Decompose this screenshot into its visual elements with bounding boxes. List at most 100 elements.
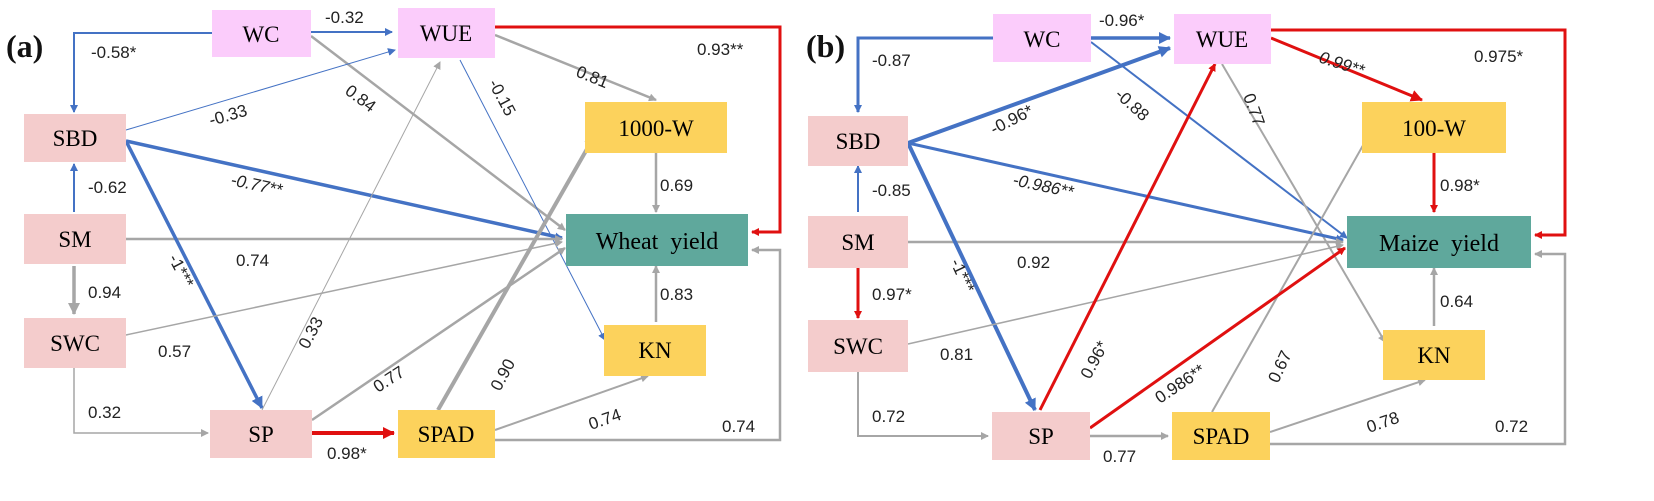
coef-sbd-y: -0.986** xyxy=(1011,170,1076,202)
edge-spad-kn xyxy=(1269,378,1426,433)
edge-wc-y xyxy=(1090,41,1348,239)
svg-text:SBD: SBD xyxy=(836,129,881,154)
coef-spad-kn: 0.78 xyxy=(1364,408,1401,437)
svg-text:SM: SM xyxy=(58,227,91,252)
coef-kn-y: 0.83 xyxy=(660,285,693,304)
svg-text:SP: SP xyxy=(248,422,274,447)
node-sm: SM xyxy=(24,214,126,264)
node-spad: SPAD xyxy=(1172,412,1270,460)
coef-wue-kw: 0.81 xyxy=(574,62,612,92)
edge-spad-y xyxy=(1270,250,1567,446)
coef-wue-y: 0.93** xyxy=(697,40,744,59)
node-maize-yield: Maize yield xyxy=(1347,216,1531,268)
node-100-w: 100-W xyxy=(1362,102,1506,153)
node-swc: SWC xyxy=(24,318,126,368)
svg-text:KN: KN xyxy=(638,338,672,363)
edge-wc-sbd xyxy=(854,36,993,113)
node-sp: SP xyxy=(992,412,1090,460)
edge-swc-y xyxy=(907,242,1344,345)
coef-spad-kn: 0.74 xyxy=(586,405,623,434)
node-wheat-yield: Wheat yield xyxy=(566,214,748,266)
edge-spad-kw xyxy=(1211,132,1371,413)
node-kn: KN xyxy=(1383,330,1485,380)
coef-spad-kw: 0.67 xyxy=(1264,348,1295,386)
edge-swc-sp xyxy=(857,372,989,440)
coef-sp-y: 0.77 xyxy=(370,362,408,396)
coef-wue-kw: 0.99** xyxy=(1317,48,1368,81)
coef-swc-sp: 0.72 xyxy=(872,407,905,426)
coef-wc-sbd: -0.87 xyxy=(872,51,911,70)
panel-b-nodes: WC WUE SBD SM SWC SP xyxy=(808,14,1531,460)
edge-wue-y xyxy=(1271,28,1567,239)
edge-wue-kw xyxy=(494,33,657,102)
coef-sbd-sp: -1*** xyxy=(164,251,197,291)
edge-wc-y xyxy=(310,35,566,231)
node-swc: SWC xyxy=(808,320,908,372)
coef-spad-y: 0.74 xyxy=(722,417,755,436)
node-sbd: SBD xyxy=(808,116,908,166)
coef-sbd-sp: -1*** xyxy=(946,256,978,296)
svg-text:SPAD: SPAD xyxy=(1193,424,1250,449)
svg-text:SBD: SBD xyxy=(53,126,98,151)
coef-swc-y: 0.57 xyxy=(158,342,191,361)
edge-sp-y xyxy=(311,246,566,422)
edge-wue-kn xyxy=(1221,63,1386,343)
edge-sp-wue xyxy=(261,61,441,411)
panel-b-label: (b) xyxy=(806,28,845,64)
node-sm: SM xyxy=(808,216,908,268)
coef-wc-wue: -0.32 xyxy=(325,8,364,27)
node-sp: SP xyxy=(210,410,312,458)
svg-text:100-W: 100-W xyxy=(1402,116,1466,141)
node-wue: WUE xyxy=(398,8,495,58)
coef-sm-sbd: -0.85 xyxy=(872,181,911,200)
panel-b-edges xyxy=(854,28,1567,446)
node-wc: WC xyxy=(993,14,1091,62)
svg-text:SPAD: SPAD xyxy=(418,422,475,447)
svg-text:SWC: SWC xyxy=(50,331,100,356)
edge-sbd-sp xyxy=(906,142,1037,411)
edge-sbd-wue xyxy=(125,48,396,131)
coef-sm-swc: 0.97* xyxy=(872,285,912,304)
panel-a-label: (a) xyxy=(6,28,43,64)
coef-sp-spad: 0.98* xyxy=(327,444,367,463)
edge-spad-kn xyxy=(494,374,649,431)
node-wue: WUE xyxy=(1174,14,1271,64)
edge-sp-wue xyxy=(1038,63,1217,411)
coef-wue-y: 0.975* xyxy=(1474,47,1524,66)
panel-a-edges xyxy=(68,25,782,442)
edge-sbd-y xyxy=(907,141,1344,243)
coef-kn-y: 0.64 xyxy=(1440,292,1473,311)
node-1000-w: 1000-W xyxy=(585,102,727,153)
panel-a: (a) xyxy=(6,8,782,463)
coef-kw-y: 0.98* xyxy=(1440,176,1480,195)
coef-sm-swc: 0.94 xyxy=(88,283,121,302)
coef-kw-y: 0.69 xyxy=(660,176,693,195)
node-spad: SPAD xyxy=(398,410,495,458)
svg-text:KN: KN xyxy=(1417,343,1451,368)
edge-spad-kw xyxy=(436,134,597,411)
coef-wc-y: 0.84 xyxy=(342,81,380,116)
panel-a-nodes: WC WUE SBD SM SWC SP xyxy=(24,8,748,458)
coef-wue-kn: -0.15 xyxy=(484,76,519,119)
coef-sp-wue: 0.96* xyxy=(1077,338,1113,382)
edge-sbd-y xyxy=(125,139,563,241)
edge-spad-y xyxy=(495,246,782,442)
edge-wue-kn xyxy=(459,59,606,341)
node-kn: KN xyxy=(604,325,706,376)
svg-text:WC: WC xyxy=(1023,27,1060,52)
edge-wue-y xyxy=(495,25,782,236)
edge-swc-sp xyxy=(73,368,209,437)
coef-wc-y: -0.88 xyxy=(1111,85,1153,125)
coef-sp-y: 0.986** xyxy=(1152,360,1209,407)
coef-swc-y: 0.81 xyxy=(940,345,973,364)
svg-text:SM: SM xyxy=(841,230,874,255)
edge-sp-y xyxy=(1089,246,1346,430)
svg-text:Wheat yield: Wheat yield xyxy=(596,229,719,255)
coef-wc-wue: -0.96* xyxy=(1099,11,1145,30)
edge-wc-sbd xyxy=(70,32,212,113)
svg-text:Maize yield: Maize yield xyxy=(1379,231,1499,257)
coef-sp-spad: 0.77 xyxy=(1103,447,1136,466)
coef-wc-sbd: -0.58* xyxy=(91,43,137,62)
svg-text:WC: WC xyxy=(242,22,279,47)
